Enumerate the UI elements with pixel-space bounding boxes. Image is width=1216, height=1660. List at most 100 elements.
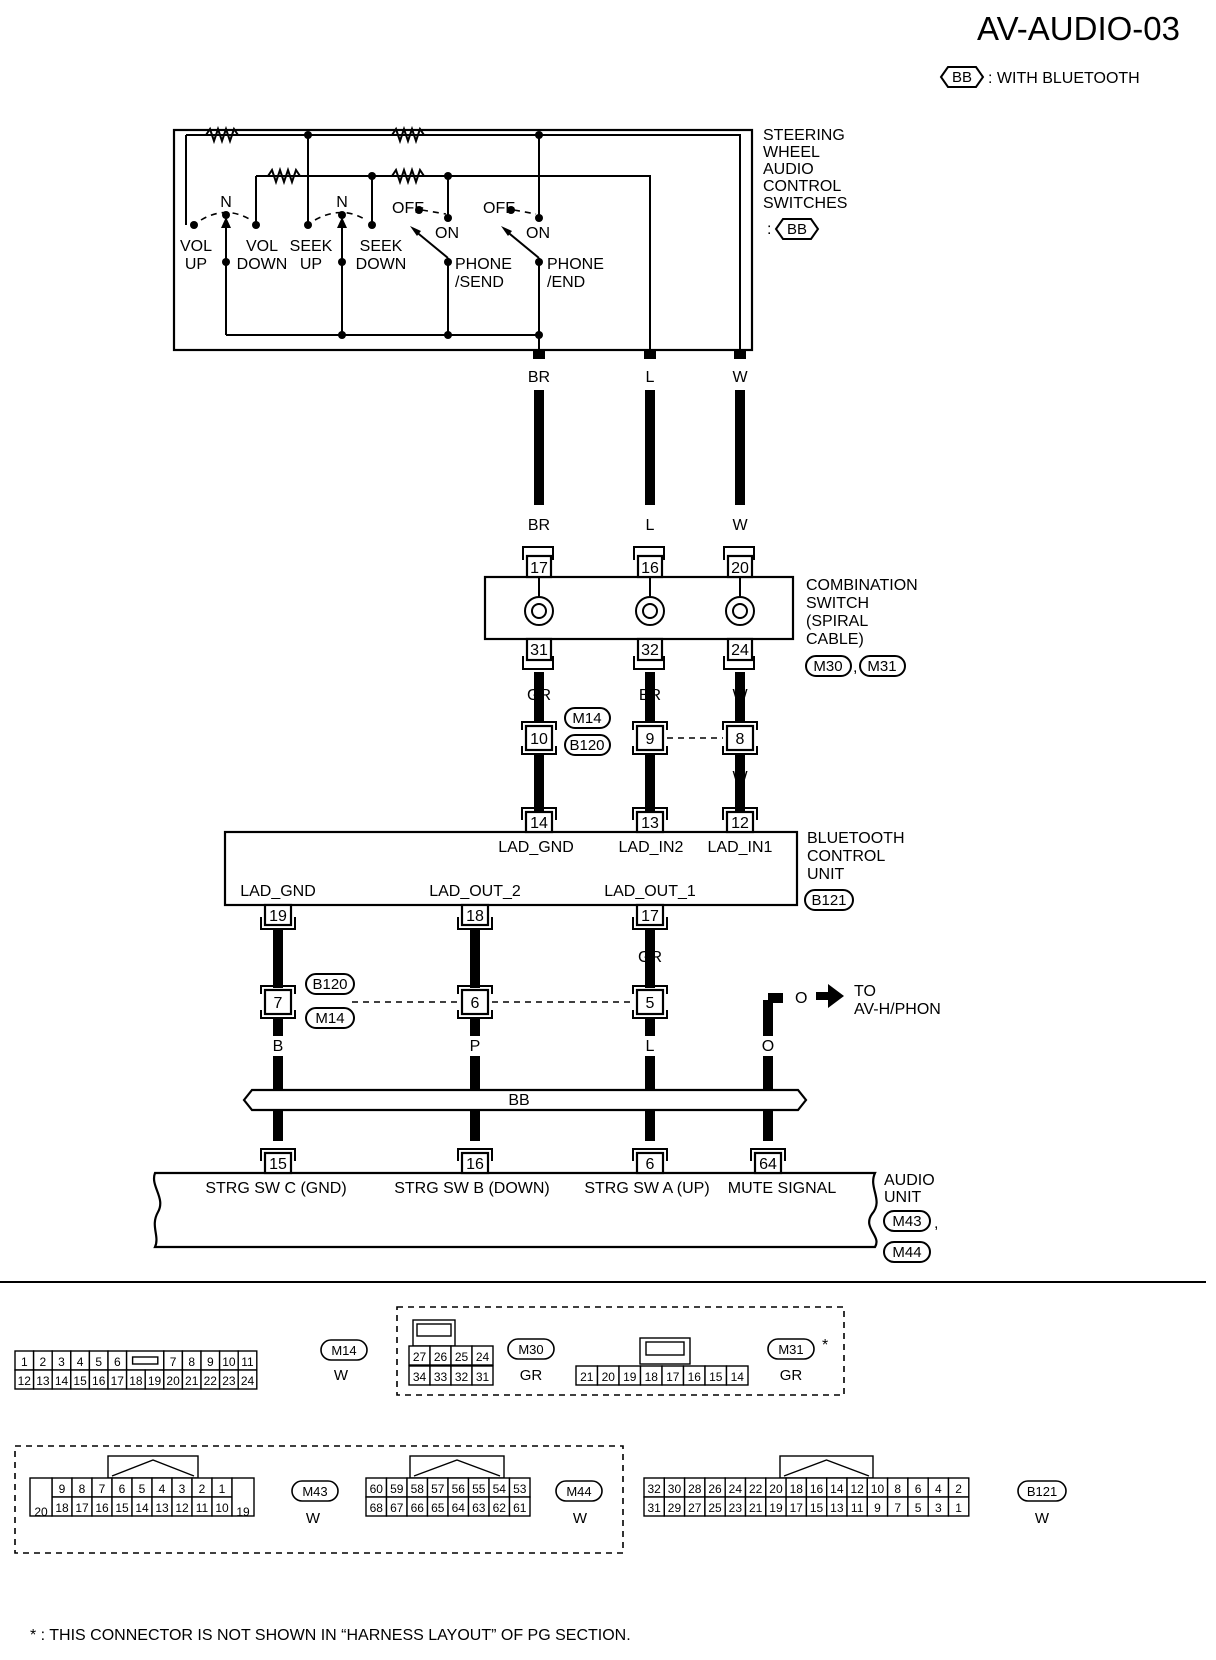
connector-lock-tab [645,1341,685,1356]
wire-color: BR [528,517,550,534]
connector-pin-number: 31 [476,1370,490,1384]
connector-pin-number: 4 [77,1355,84,1369]
pin-number: 10 [530,731,548,748]
pin-number: 12 [731,815,749,832]
connector-pin-number: 12 [850,1482,864,1496]
connector-tag: M30 [805,655,852,677]
connector-pin-number: 34 [413,1370,427,1384]
pin-number: 24 [731,642,749,659]
connector-pin-number: 24 [476,1350,490,1364]
legend-badge: BB [939,66,985,88]
connector-lock-tab [413,1459,501,1477]
connector-pin-number: 56 [452,1482,466,1496]
footnote-marker: * [822,1337,828,1354]
audio-unit [152,1148,878,1249]
terminal-label: STRG SW C (GND) [205,1180,346,1197]
pin-number: 18 [466,908,484,925]
connector-pin-number: 30 [668,1482,682,1496]
connector-pin-number: 13 [36,1374,50,1388]
wire-color: GR [638,949,662,966]
svg-text:M14: M14 [315,1010,344,1027]
connector-pin-number: 4 [935,1482,942,1496]
connector-pin-number: 53 [513,1482,527,1496]
connector-pin-number: 33 [434,1370,448,1384]
harness-code: BB [508,1092,529,1109]
pin-number: 19 [269,908,287,925]
connector-color: W [334,1367,349,1384]
pin-number: 17 [530,560,548,577]
connector-pin-number: 11 [241,1355,254,1369]
pin-number: 7 [274,995,283,1012]
connector-pin-number: 22 [749,1482,763,1496]
svg-text:M43: M43 [892,1213,921,1230]
wire-color: L [646,1038,655,1055]
wire-color: W [732,769,748,786]
connector-pin-cell [231,1477,255,1517]
pin-number: 6 [471,995,480,1012]
connector-pin-number: 20 [769,1482,783,1496]
separator-comma: , [853,659,857,676]
wire-color: O [762,1038,774,1055]
pin-number: 64 [759,1156,777,1173]
connector-pin-number: 11 [196,1501,209,1515]
pin-number: 5 [646,995,655,1012]
wire-color: BR [528,369,550,386]
svg-text:BB: BB [952,69,972,86]
terminal-label: LAD_GND [240,883,316,900]
connector-pin-number: 10 [871,1482,885,1496]
pin-number: 17 [641,908,659,925]
spiral-cable-icon [635,577,665,626]
connector-tag: M43 [883,1210,931,1232]
connector-code: M31 [778,1342,803,1357]
connector-tag [555,1480,603,1502]
connector-pin-number: 61 [513,1501,527,1515]
connector-pin-number: 18 [129,1374,143,1388]
connector-color: W [306,1510,321,1527]
connector-pin-number: 64 [452,1501,466,1515]
connector-pin-cell [947,1496,970,1517]
wire-color: B [273,1038,284,1055]
connector-pin-number: 2 [40,1355,47,1369]
connector-pin-number: 10 [215,1501,229,1515]
connector-pin-number: 9 [874,1501,881,1515]
connector-pin-number: 8 [79,1482,86,1496]
off-label: OFF [392,200,424,217]
connector-tag: B120 [305,973,355,995]
connector-tag [320,1339,368,1361]
svg-text:M30: M30 [813,658,842,675]
connector-lock-tab [416,1323,452,1337]
connector-pin-number: 14 [830,1482,844,1496]
connector-pin-number: 15 [73,1374,87,1388]
connector-pin-number: 13 [830,1501,844,1515]
pin-number: 9 [646,731,655,748]
connector-pin-number: 21 [185,1374,199,1388]
on-label: ON [435,225,459,242]
footnote: * : THIS CONNECTOR IS NOT SHOWN IN “HARN… [30,1627,631,1644]
connector-pin-number: 16 [688,1370,702,1384]
terminal-label: LAD_IN1 [708,839,773,856]
connector-pin-number: 31 [647,1501,661,1515]
phone-end-label: PHONE/END [547,256,604,291]
connector-pin-number: 59 [390,1482,404,1496]
connector-pin-number: 2 [955,1482,962,1496]
connector-pin-number: 18 [645,1370,659,1384]
wire-color: L [646,517,655,534]
connector-code: M43 [302,1484,327,1499]
pin-number: 14 [530,815,548,832]
connector-pin-number: 7 [170,1355,177,1369]
connector-pin-number: 63 [472,1501,486,1515]
spiral-cable-icon [725,577,755,626]
connector-tag: M14 [305,1007,355,1029]
connector-pin-number: 5 [95,1355,102,1369]
wire-color: W [732,687,748,704]
connector-pin-number: 24 [729,1482,743,1496]
connector-tag [767,1338,815,1360]
connector-pin-number: 57 [431,1482,445,1496]
connector-color: W [573,1510,588,1527]
svg-text:M14: M14 [572,710,601,727]
